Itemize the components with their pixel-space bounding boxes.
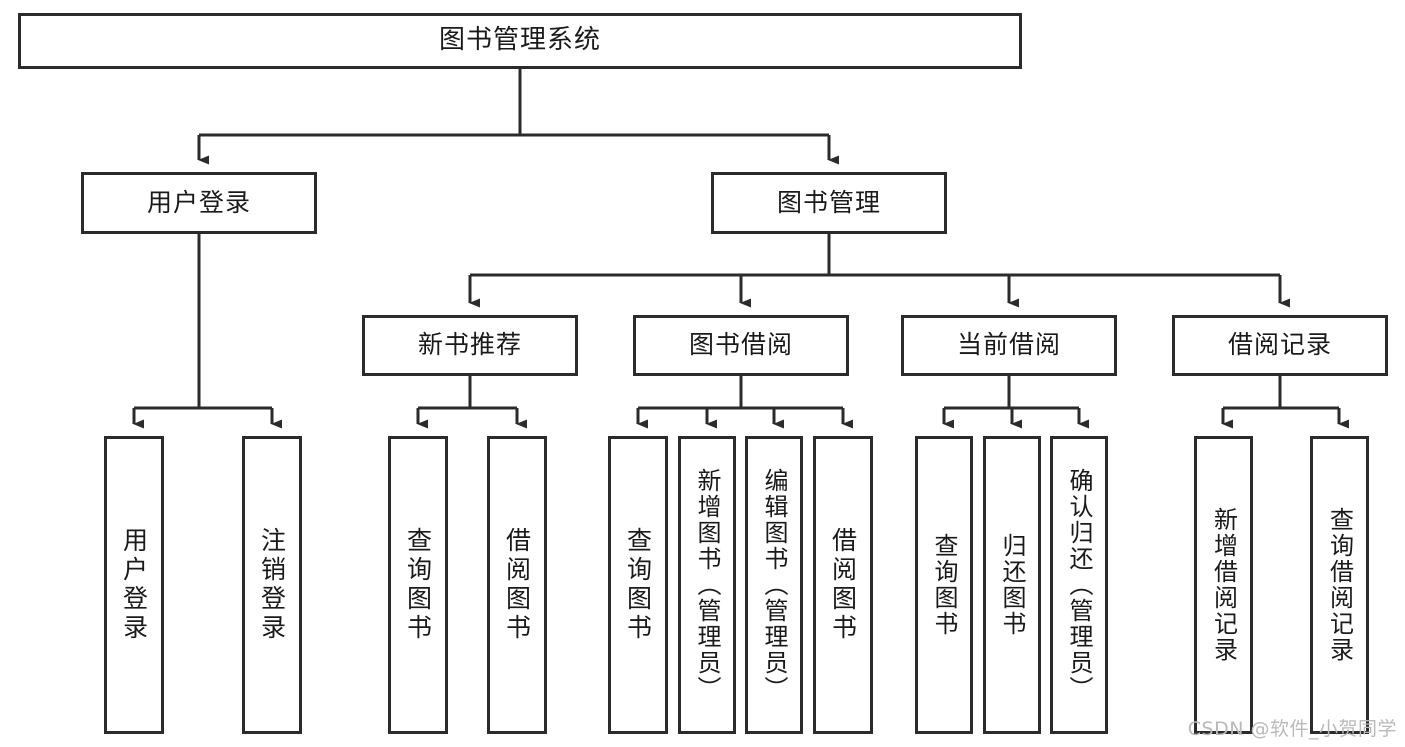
- node-leaf-query-record-label: 查询借阅记录: [1325, 507, 1354, 663]
- node-leaf-add-book[interactable]: 新增图书（管理员）: [678, 436, 736, 734]
- node-leaf-edit-book-label: 编辑图书（管理员）: [760, 468, 788, 702]
- node-leaf-query-book-1-label: 查询图书: [403, 527, 433, 643]
- node-user-login[interactable]: 用户登录: [81, 172, 317, 234]
- node-root-label: 图书管理系统: [438, 25, 601, 56]
- node-borrow-record[interactable]: 借阅记录: [1172, 315, 1388, 376]
- node-current-borrow-label: 当前借阅: [956, 330, 1061, 360]
- node-leaf-query-book-3-label: 查询图书: [930, 533, 958, 637]
- node-leaf-confirm-return[interactable]: 确认归还（管理员）: [1050, 436, 1108, 734]
- node-leaf-edit-book[interactable]: 编辑图书（管理员）: [745, 436, 803, 734]
- node-user-login-label: 用户登录: [146, 187, 251, 217]
- node-leaf-logout[interactable]: 注销登录: [242, 436, 302, 734]
- node-new-book-rec-label: 新书推荐: [417, 330, 522, 360]
- node-leaf-add-record[interactable]: 新增借阅记录: [1194, 436, 1253, 734]
- node-leaf-user-login-label: 用户登录: [119, 527, 149, 643]
- node-leaf-query-book-1[interactable]: 查询图书: [388, 436, 448, 734]
- node-leaf-add-book-label: 新增图书（管理员）: [693, 468, 721, 702]
- node-book-manage-label: 图书管理: [776, 187, 881, 217]
- node-leaf-user-login[interactable]: 用户登录: [104, 436, 164, 734]
- node-leaf-borrow-book-1-label: 借阅图书: [502, 527, 532, 643]
- node-leaf-query-record[interactable]: 查询借阅记录: [1310, 436, 1369, 734]
- node-leaf-return-book-label: 归还图书: [998, 533, 1026, 637]
- csdn-watermark: CSDN @软件_小贺同学: [1187, 718, 1397, 740]
- node-leaf-return-book[interactable]: 归还图书: [983, 436, 1041, 734]
- node-leaf-confirm-return-label: 确认归还（管理员）: [1065, 468, 1093, 702]
- node-leaf-query-book-3[interactable]: 查询图书: [915, 436, 973, 734]
- node-leaf-query-book-2[interactable]: 查询图书: [608, 436, 668, 734]
- node-borrow-record-label: 借阅记录: [1227, 330, 1332, 360]
- node-leaf-add-record-label: 新增借阅记录: [1209, 507, 1238, 663]
- node-new-book-rec[interactable]: 新书推荐: [362, 315, 578, 376]
- node-book-manage[interactable]: 图书管理: [711, 172, 947, 234]
- node-leaf-borrow-book-1[interactable]: 借阅图书: [487, 436, 547, 734]
- node-book-borrow-label: 图书借阅: [688, 330, 793, 360]
- node-leaf-borrow-book-2-label: 借阅图书: [828, 527, 858, 643]
- node-root[interactable]: 图书管理系统: [18, 13, 1022, 69]
- node-leaf-logout-label: 注销登录: [257, 527, 287, 643]
- node-leaf-query-book-2-label: 查询图书: [623, 527, 653, 643]
- node-leaf-borrow-book-2[interactable]: 借阅图书: [813, 436, 873, 734]
- node-current-borrow[interactable]: 当前借阅: [901, 315, 1117, 376]
- node-book-borrow[interactable]: 图书借阅: [633, 315, 849, 376]
